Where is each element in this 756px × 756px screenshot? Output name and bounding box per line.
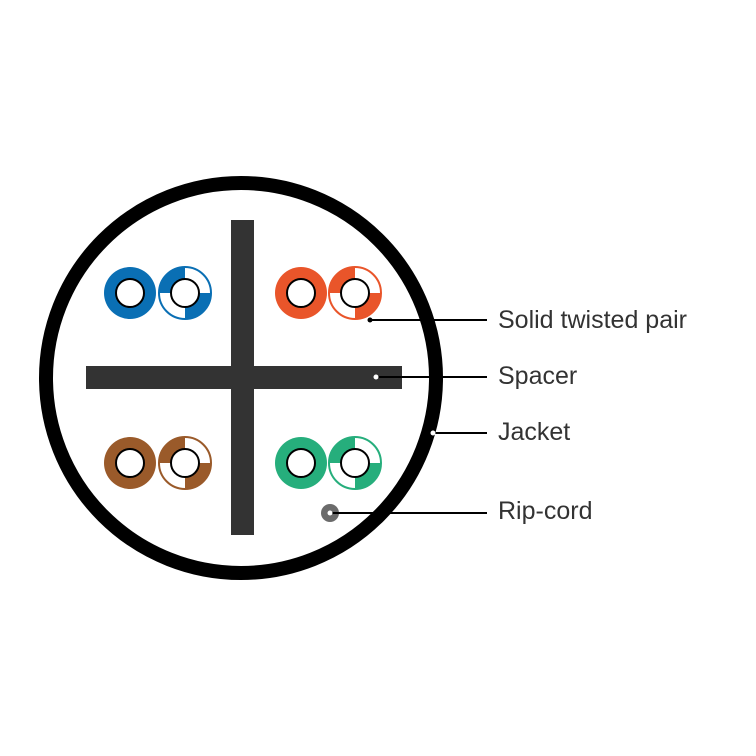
label-jacket: Jacket bbox=[498, 418, 571, 446]
brown-striped-wire-core bbox=[170, 448, 200, 478]
blue-striped-wire-core bbox=[170, 278, 200, 308]
rip-cord-leader-dot bbox=[327, 510, 333, 516]
green-striped-wire-core bbox=[340, 448, 370, 478]
orange-solid-wire-core bbox=[286, 278, 316, 308]
spacer-leader-dot bbox=[373, 374, 379, 380]
spacer-horizontal-bar bbox=[86, 366, 402, 389]
orange-striped-wire-core bbox=[340, 278, 370, 308]
brown-solid-wire-core bbox=[115, 448, 145, 478]
blue-pair bbox=[104, 266, 212, 320]
pair-leader-dot bbox=[367, 317, 373, 323]
brown-pair bbox=[104, 436, 212, 490]
green-solid-wire-core bbox=[286, 448, 316, 478]
label-spacer: Spacer bbox=[498, 362, 578, 390]
label-solid-twisted-pair: Solid twisted pair bbox=[498, 306, 687, 334]
blue-solid-wire-core bbox=[115, 278, 145, 308]
green-pair bbox=[275, 436, 382, 490]
orange-pair bbox=[275, 266, 382, 320]
jacket-leader-dot bbox=[430, 430, 436, 436]
label-rip-cord: Rip-cord bbox=[498, 497, 593, 525]
